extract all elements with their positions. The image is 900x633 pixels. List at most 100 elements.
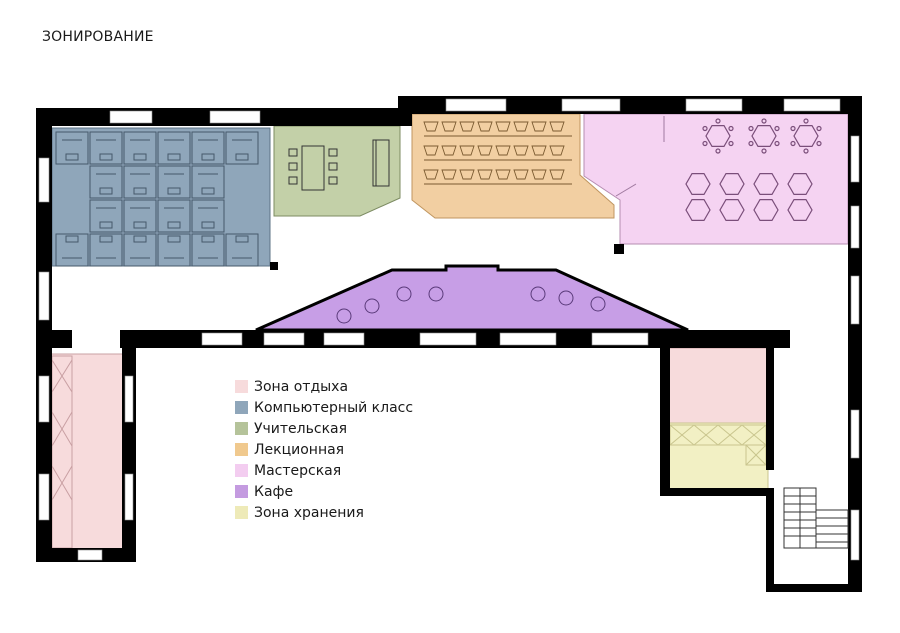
workshop-stool (728, 125, 734, 132)
workshop-hex-table (751, 124, 777, 147)
lecture-chair (459, 121, 475, 132)
zone-rest-right (667, 347, 769, 424)
legend-item-teachers: Учительская (235, 418, 413, 439)
legend-label: Мастерская (254, 462, 342, 479)
computer-desk (123, 165, 157, 199)
workshop-stool (803, 148, 809, 154)
legend-swatch (235, 464, 248, 477)
lecture-chair (531, 145, 547, 156)
legend-label: Зона отдыха (254, 378, 349, 395)
computer-desk (55, 131, 89, 165)
computer-desk (225, 131, 259, 165)
lecture-chair (423, 121, 439, 132)
computer-desk (89, 199, 123, 233)
computer-chair (167, 187, 181, 195)
legend-swatch (235, 485, 248, 498)
cafe-stool (396, 286, 412, 302)
computer-chair (99, 235, 113, 243)
computer-desk (191, 233, 225, 267)
computer-chair (133, 235, 147, 243)
workshop-hex-table (719, 199, 745, 221)
legend-item-storage: Зона хранения (235, 502, 413, 523)
lecture-chair (531, 121, 547, 132)
legend-item-rest: Зона отдыха (235, 376, 413, 397)
lecture-chair (513, 169, 529, 180)
workshop-stool (803, 118, 809, 124)
zone-rest-left (49, 353, 127, 551)
zone-workshop (583, 113, 849, 245)
lecture-chair (513, 145, 529, 156)
computer-desk (157, 199, 191, 233)
doorways (72, 330, 848, 348)
legend-swatch (235, 422, 248, 435)
workshop-hex-table (719, 173, 745, 195)
computer-desk (225, 233, 259, 267)
computer-desk (123, 199, 157, 233)
lecture-chair (495, 169, 511, 180)
lecture-chair (423, 145, 439, 156)
legend-label: Лекционная (254, 441, 345, 458)
computer-chair (167, 221, 181, 229)
computer-chair (201, 153, 215, 161)
workshop-hex-table (753, 173, 779, 195)
workshop-stool (715, 148, 721, 154)
lecture-chair (441, 121, 457, 132)
lecture-chair (513, 121, 529, 132)
computer-chair (235, 235, 249, 243)
computer-chair (65, 153, 79, 161)
computer-chair (133, 153, 147, 161)
workshop-stool (702, 140, 708, 147)
workshop-hex-table (787, 173, 813, 195)
staircase (783, 487, 849, 549)
lecture-chair (441, 169, 457, 180)
zone-cafe (255, 264, 689, 332)
computer-desk (123, 131, 157, 165)
computer-desk (191, 199, 225, 233)
computer-desk (191, 131, 225, 165)
rest-left-crosses (51, 359, 73, 501)
lecture-chair (477, 145, 493, 156)
workshop-stool (790, 140, 796, 147)
cafe-stools (336, 286, 606, 324)
lecture-chair (441, 145, 457, 156)
lecture-chair (495, 121, 511, 132)
computer-chair (201, 235, 215, 243)
lecture-chair (531, 169, 547, 180)
computer-desk (89, 165, 123, 199)
zone-lecture-room (411, 113, 615, 219)
computer-chair (201, 221, 215, 229)
workshop-stool (790, 125, 796, 132)
workshop-stool (761, 148, 767, 154)
lecture-chair (549, 121, 565, 132)
workshop-stool (774, 140, 780, 147)
cafe-stool (558, 290, 574, 306)
legend-swatch (235, 506, 248, 519)
legend-label: Зона хранения (254, 504, 364, 521)
computer-chair (99, 153, 113, 161)
workshop-tables (685, 118, 822, 221)
workshop-stool (816, 140, 822, 147)
lecture-chair (459, 169, 475, 180)
computer-desk (157, 233, 191, 267)
legend-label: Учительская (254, 420, 348, 437)
workshop-hex-table (685, 199, 711, 221)
computer-desk (55, 233, 89, 267)
lecture-chair (477, 121, 493, 132)
computer-chair (167, 153, 181, 161)
cafe-stool (364, 298, 380, 314)
computer-desk (89, 233, 123, 267)
computer-desk (157, 131, 191, 165)
cafe-stool (530, 286, 546, 302)
computer-chair (133, 221, 147, 229)
legend: Зона отдыха Компьютерный класс Учительск… (235, 376, 413, 523)
legend-item-cafe: Кафе (235, 481, 413, 502)
windows (38, 98, 860, 561)
meeting-chairs (288, 148, 338, 185)
legend-swatch (235, 443, 248, 456)
workshop-stool (774, 125, 780, 132)
computer-chair (99, 221, 113, 229)
cafe-stool (336, 308, 352, 324)
computer-desks (55, 131, 259, 267)
computer-desk (157, 165, 191, 199)
